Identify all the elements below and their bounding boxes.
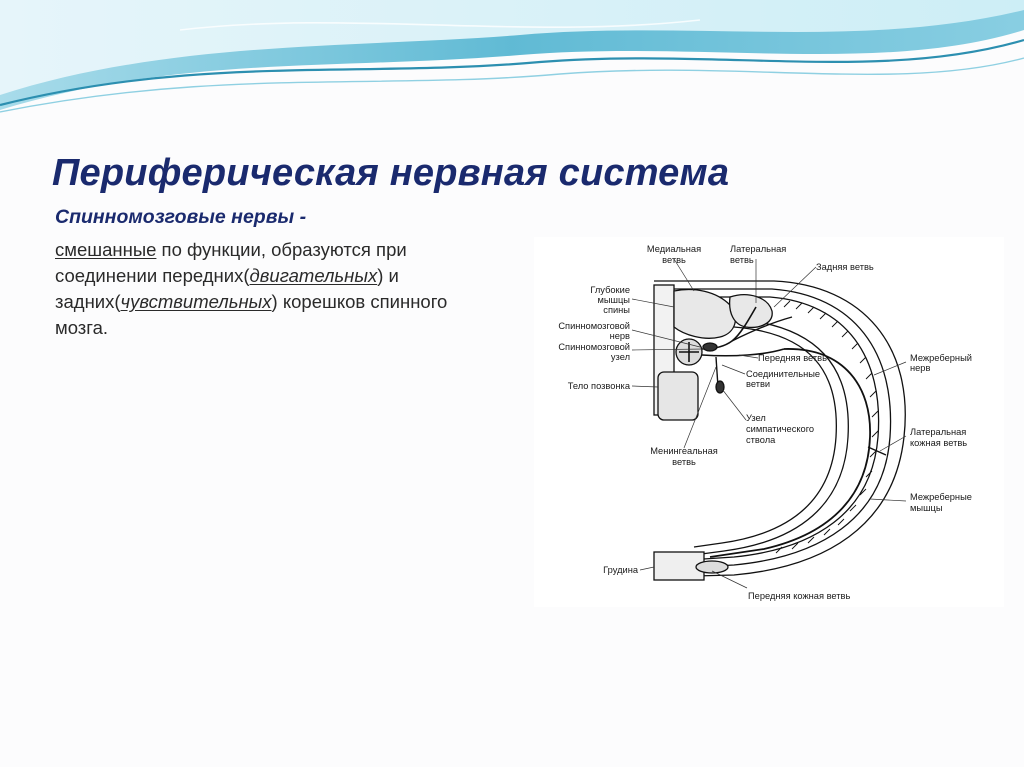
label-anterior-cutaneous: Передняя кожная ветвь (748, 591, 850, 601)
label-lateral-cutaneous-1: Латеральная (910, 427, 966, 437)
subtitle: Спинномозговые нервы - (55, 206, 307, 228)
label-spinal-nerve-2: нерв (610, 331, 630, 341)
label-sternum: Грудина (603, 565, 639, 575)
label-sympathetic-1: Узел (746, 413, 766, 423)
description-text: смешанные по функции, образуются при сое… (55, 237, 505, 341)
label-sympathetic-3: ствола (746, 435, 776, 445)
diagram-labels: Медиальная ветвь Латеральная ветвь Задня… (558, 244, 972, 601)
term-mixed: смешанные (55, 239, 157, 260)
label-sympathetic-2: симпатического (746, 424, 814, 434)
label-medial-branch-2: ветвь (662, 255, 686, 265)
term-sensory: чувствительных (120, 291, 272, 312)
label-communicating-2: ветви (746, 379, 770, 389)
label-intercostal-nerve-1: Межреберный (910, 353, 972, 363)
label-lateral-branch-2: ветвь (730, 255, 754, 265)
label-meningeal-2: ветвь (672, 457, 696, 467)
header-waves (0, 0, 1024, 113)
term-motor: двигательных (249, 265, 378, 286)
label-deep-muscles-2: мышцы (597, 295, 630, 305)
text-part-1: по функции, образуются при соединении пе… (55, 239, 407, 286)
label-meningeal-1: Менингеальная (650, 446, 718, 456)
label-spinal-ganglion-1: Спинномозговой (558, 342, 630, 352)
text-part-2: ) и задних( (55, 265, 399, 312)
label-spinal-ganglion-2: узел (611, 352, 630, 362)
label-deep-muscles-1: Глубокие (590, 285, 630, 295)
label-medial-branch-1: Медиальная (647, 244, 701, 254)
label-lateral-cutaneous-2: кожная ветвь (910, 438, 967, 448)
page-title: Периферическая нервная система (52, 152, 730, 194)
label-intercostal-muscles-2: мышцы (910, 503, 943, 513)
label-posterior-branch: Задняя ветвь (816, 262, 874, 272)
label-intercostal-muscles-1: Межреберные (910, 492, 972, 502)
label-spinal-nerve-1: Спинномозговой (558, 321, 630, 331)
label-lateral-branch-1: Латеральная (730, 244, 786, 254)
text-part-3: ) корешков спинного мозга. (55, 291, 448, 338)
label-vertebral-body: Тело позвонка (568, 381, 631, 391)
spinal-nerve-diagram: Медиальная ветвь Латеральная ветвь Задня… (534, 237, 1004, 607)
diagram-leader-lines (631, 258, 907, 589)
label-anterior-branch: Передняя ветвь (758, 353, 827, 363)
label-communicating-1: Соединительные (746, 369, 820, 379)
label-deep-muscles-3: спины (603, 305, 630, 315)
label-intercostal-nerve-2: нерв (910, 363, 930, 373)
